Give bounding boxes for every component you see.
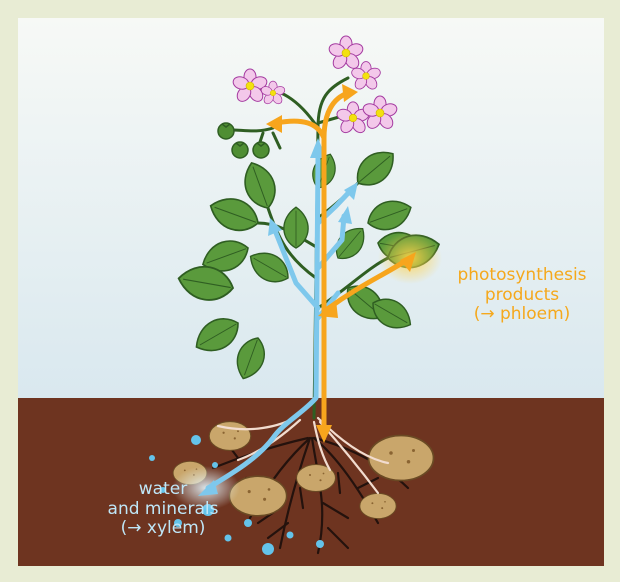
- water-label-line1: water: [78, 480, 248, 500]
- sky-background: [18, 18, 604, 400]
- water-label-line3: (→ xylem): [78, 519, 248, 539]
- diagram-canvas: photosynthesis products (→ phloem) water…: [18, 18, 604, 566]
- photosynthesis-label-line1: photosynthesis: [422, 266, 604, 286]
- photosynthesis-products-label: photosynthesis products (→ phloem): [422, 266, 604, 325]
- photosynthesis-label-line2: products: [422, 286, 604, 306]
- photosynthesis-label-line3: (→ phloem): [422, 305, 604, 325]
- water-label-line2: and minerals: [78, 500, 248, 520]
- water-minerals-label: water and minerals (→ xylem): [78, 480, 248, 539]
